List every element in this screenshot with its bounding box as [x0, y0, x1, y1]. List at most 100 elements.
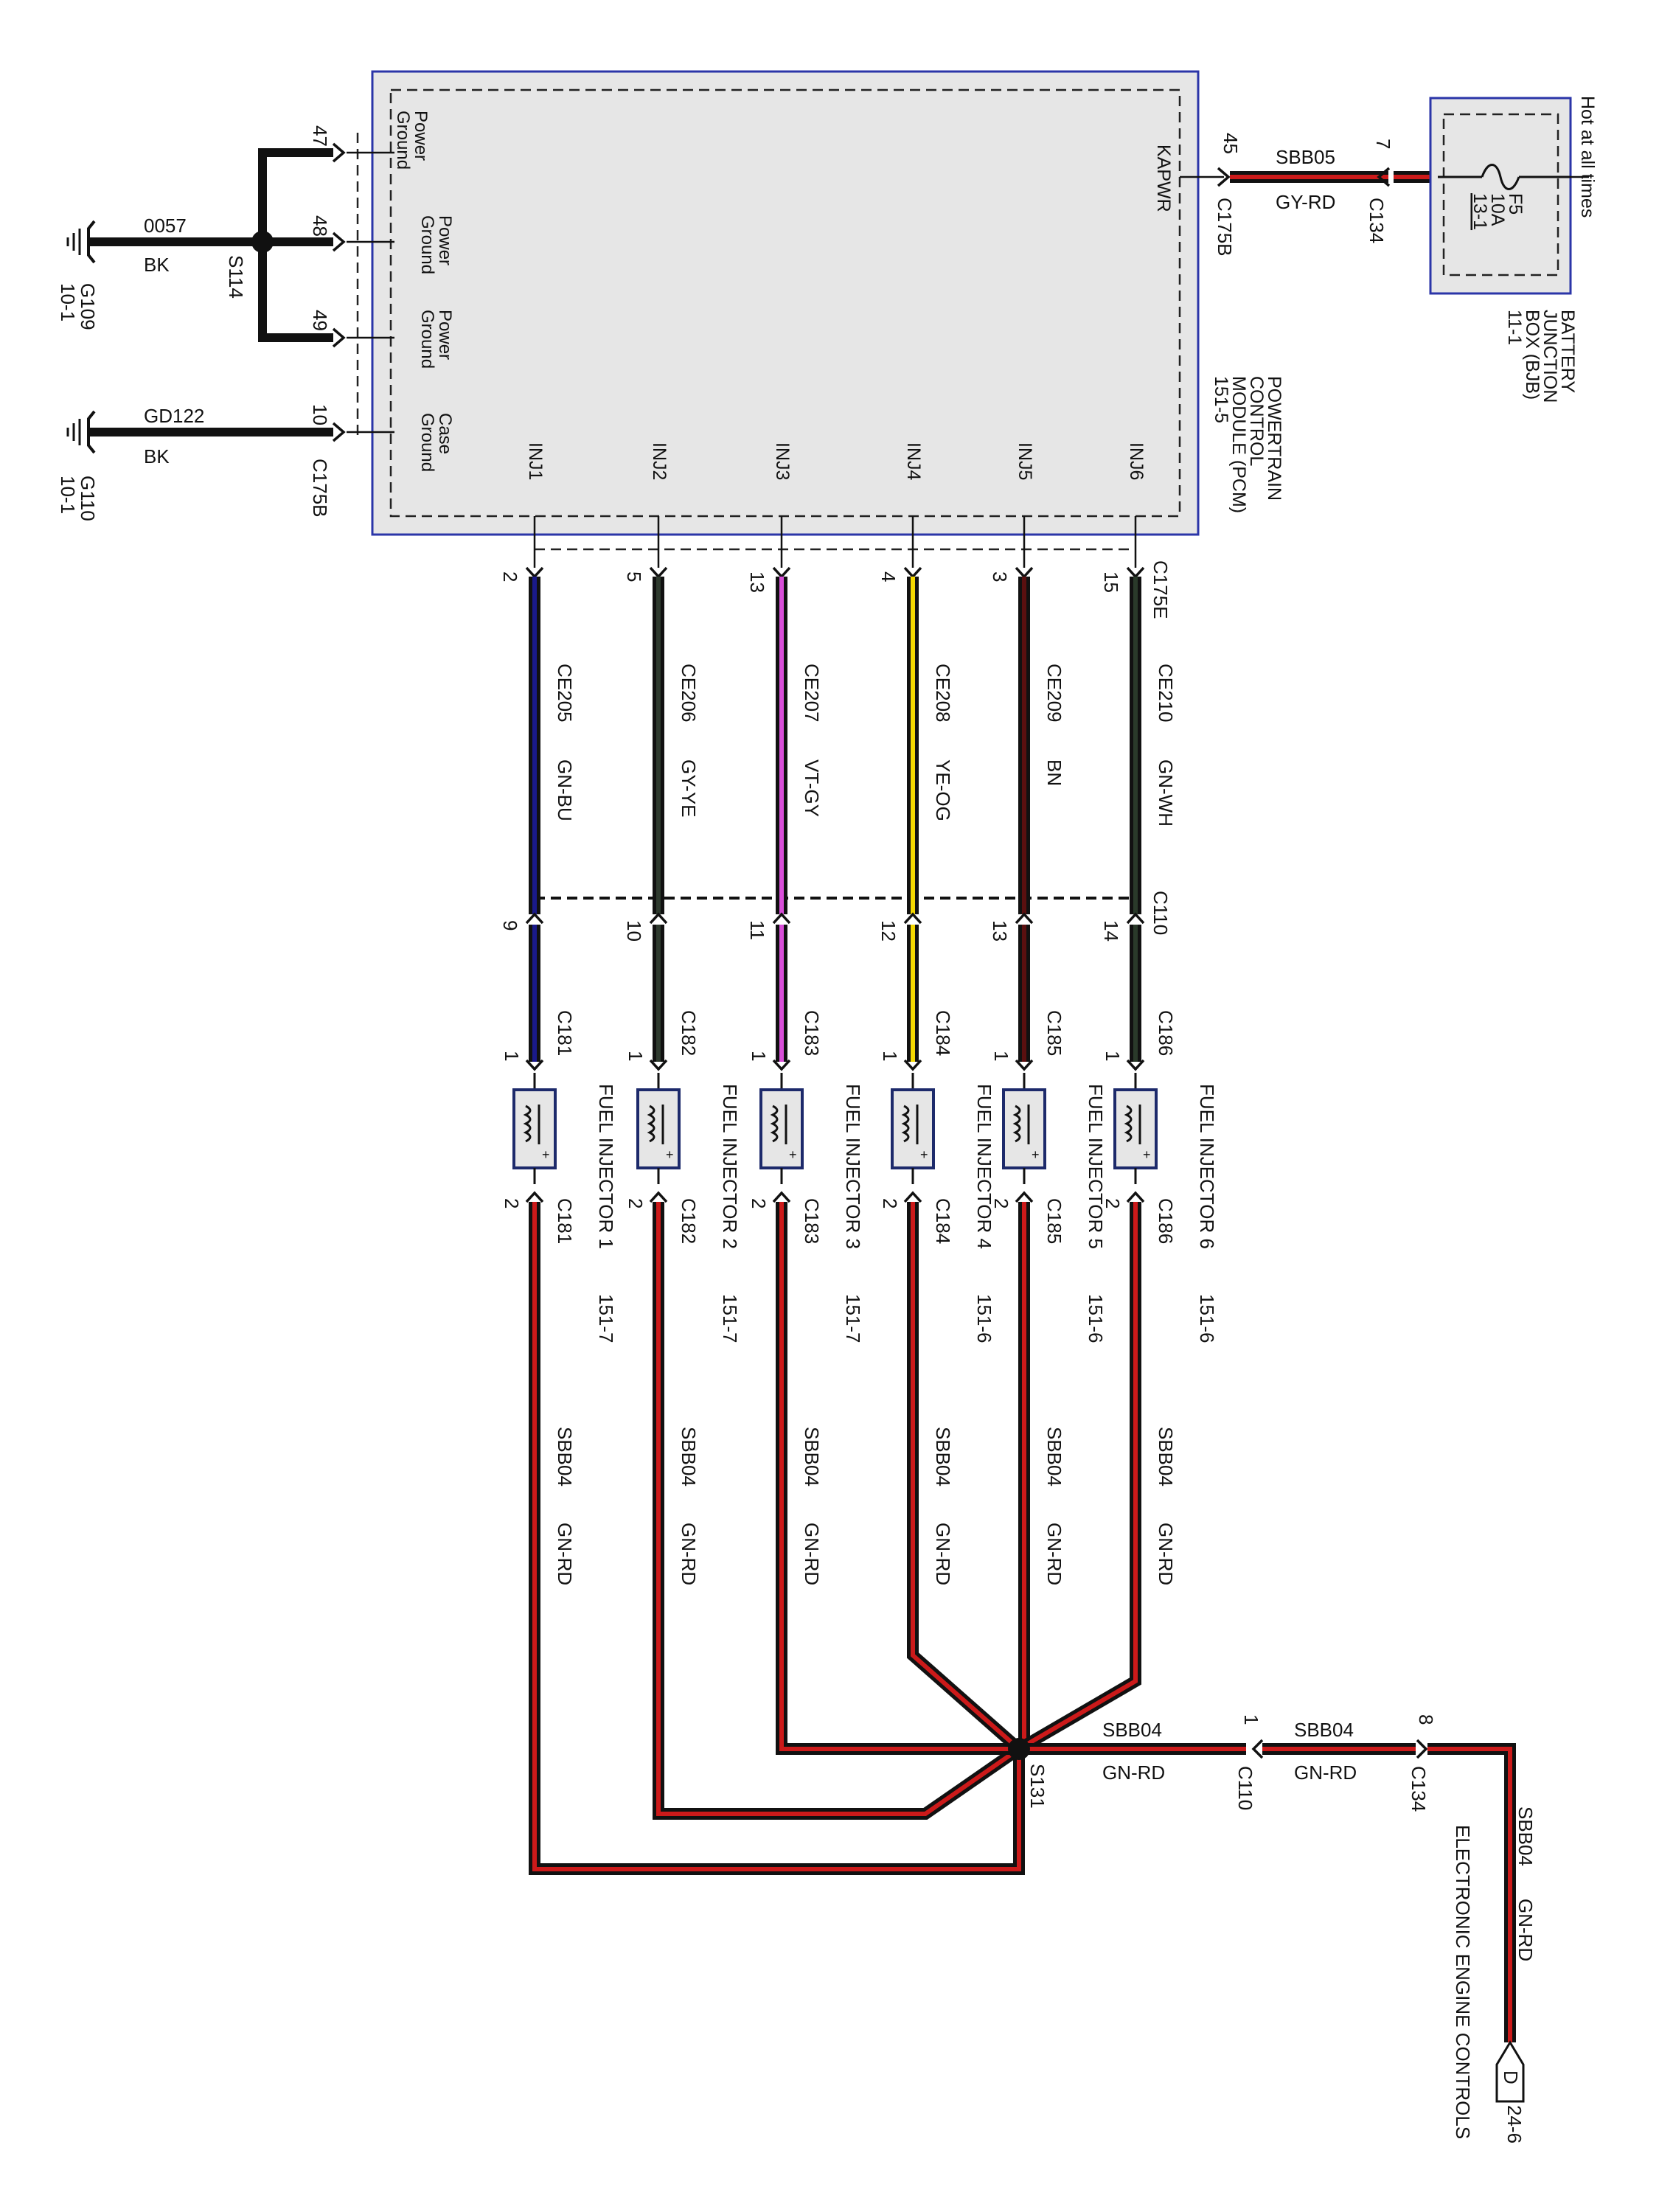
inj1-supply-wire-core	[532, 1202, 1021, 1871]
inj3-supply-wire-core	[779, 1202, 1019, 1751]
pin7-number: 7	[1372, 139, 1394, 149]
bjb-box	[1429, 97, 1572, 295]
supply-color-label-1: GN-RD	[1102, 1761, 1165, 1784]
inj3-c110-chevron	[772, 912, 791, 925]
inj3-pin-out: 2	[748, 1198, 770, 1208]
inj3-pin-in: 1	[748, 1051, 770, 1061]
inj5-c110-pin: 13	[989, 920, 1011, 942]
eec-tag-letter: D	[1500, 2070, 1522, 2084]
inj5-wire-color: BN	[1043, 759, 1065, 786]
pin45-number: 45	[1220, 133, 1242, 154]
pin48-chevron	[332, 232, 346, 252]
fuel-injector-3-body	[759, 1088, 804, 1169]
inj2-supply-wire-core	[656, 1202, 1020, 1816]
svg-text:Ground: Ground	[417, 310, 437, 369]
inj1-out-chevron	[525, 1191, 544, 1203]
c175e-label: C175E	[1150, 560, 1172, 619]
supply-circuit-label-2: SBB04	[1294, 1719, 1354, 1741]
inj6-label: INJ6	[1126, 442, 1147, 480]
supply-color-label-3: GN-RD	[1514, 1899, 1537, 1961]
g110-name: G110	[77, 476, 99, 521]
c110-injector-label: C110	[1150, 891, 1172, 935]
inj4-pcm-pin: 4	[877, 571, 900, 582]
c175b-power-label: C175B	[1214, 198, 1236, 257]
svg-text:Ground: Ground	[417, 215, 437, 274]
inj3-wire-color: VT-GY	[801, 759, 823, 817]
inj3-connector-top: C183	[801, 1010, 823, 1056]
bjb-feed-red	[1394, 175, 1438, 179]
circuit-gd122: GD122	[144, 405, 204, 427]
inj4-c175e-chevron	[903, 566, 922, 579]
pin49-chevron	[332, 327, 346, 348]
pin49-label: Power Ground	[417, 310, 455, 369]
pcm-module-inner-dash	[389, 88, 1181, 518]
fuel-injector-3-coil-icon	[770, 1105, 779, 1143]
inj2-pin-in: 1	[625, 1051, 647, 1061]
s131-label: S131	[1026, 1764, 1048, 1809]
pcm-module-box	[371, 70, 1200, 536]
inj2-supply-wire-outer	[653, 1202, 1023, 1820]
c175b-ground-label: C175B	[309, 459, 331, 518]
g109-name: G109	[77, 283, 99, 330]
sbb05-color: GY-RD	[1276, 191, 1335, 213]
fuel-injector-1-coil-icon	[523, 1105, 532, 1143]
inj3-c175e-chevron	[772, 566, 791, 579]
inj1-wire-color: GN-BU	[554, 759, 576, 821]
inj3-out-chevron	[772, 1191, 791, 1203]
inj2-circuit: CE206	[678, 664, 700, 723]
splice-s114	[251, 231, 274, 253]
fuel-injector-6-plus: +	[1143, 1147, 1151, 1162]
inj5-connector-bottom: C185	[1043, 1198, 1065, 1244]
inj6-connector-bottom: C186	[1155, 1198, 1177, 1244]
inj4-pin-out: 2	[879, 1198, 901, 1208]
hot-at-all-times: Hot at all times	[1577, 96, 1598, 218]
c134-power-label: C134	[1366, 198, 1388, 243]
inj4-connector-bottom: C184	[932, 1198, 954, 1244]
inj5-out-chevron	[1015, 1191, 1034, 1203]
inj1-label: INJ1	[525, 442, 546, 480]
inj1-pin-in: 1	[501, 1051, 523, 1061]
inj4-supply-color: GN-RD	[932, 1523, 954, 1585]
fuel-injector-2-coil-icon	[647, 1105, 655, 1143]
inj5-circuit: CE209	[1043, 664, 1065, 723]
inj5-pcm-pin: 3	[989, 571, 1011, 582]
supply-circuit-label-3: SBB04	[1514, 1806, 1537, 1866]
sbb05-wire-red	[1230, 175, 1388, 179]
inj4-supply-wire-core	[911, 1202, 1020, 1751]
svg-text:11-1: 11-1	[1504, 310, 1525, 345]
inj6-c110-pin: 14	[1100, 920, 1122, 942]
inj1-connector-bottom: C181	[554, 1198, 576, 1244]
inj5-pin-in: 1	[990, 1051, 1012, 1061]
inj5-in-chevron	[1015, 1059, 1034, 1071]
g110-ground-icon	[66, 410, 96, 454]
inj1-pin-out: 2	[501, 1198, 523, 1208]
eec-destination: ELECTRONIC ENGINE CONTROLS	[1452, 1825, 1474, 2139]
c134-power-chevron	[1377, 167, 1391, 187]
inj6-wire-color: GN-WH	[1155, 759, 1177, 827]
svg-text:Power: Power	[411, 111, 431, 161]
inj6-connector-top: C186	[1155, 1010, 1177, 1056]
supply-circuit	[529, 1202, 1516, 2042]
supply-c110-chevron	[1251, 1739, 1264, 1759]
eec-connector-tag-icon	[1495, 2040, 1525, 2103]
fuse-f5-icon	[1481, 164, 1520, 190]
color-0057: BK	[144, 254, 170, 276]
fuel-injector-2-plus: +	[666, 1147, 674, 1162]
fuel-injector-6-ref: 151-6	[1196, 1294, 1218, 1343]
svg-text:JUNCTION: JUNCTION	[1540, 310, 1560, 403]
s114-label: S114	[225, 255, 247, 299]
fuel-injector-1-plus: +	[542, 1147, 550, 1162]
g109-ground-icon	[66, 220, 96, 264]
inj3-circuit: CE207	[801, 664, 823, 723]
fuel-injector-3-name: FUEL INJECTOR 3	[842, 1084, 864, 1249]
inj3-c110-pin: 11	[746, 920, 768, 940]
fuel-injector-2-ref: 151-7	[719, 1294, 741, 1343]
fuse-f5-label: F5 10A 13-1	[1470, 193, 1526, 230]
svg-text:BOX (BJB): BOX (BJB)	[1522, 310, 1543, 400]
inj3-connector-bottom: C183	[801, 1198, 823, 1244]
fuel-injector-1-name: FUEL INJECTOR 1	[595, 1084, 617, 1249]
pin47-chevron	[332, 142, 346, 163]
fuel-injector-5-coil-icon	[1012, 1105, 1021, 1143]
inj6-c175e-chevron	[1126, 566, 1145, 579]
